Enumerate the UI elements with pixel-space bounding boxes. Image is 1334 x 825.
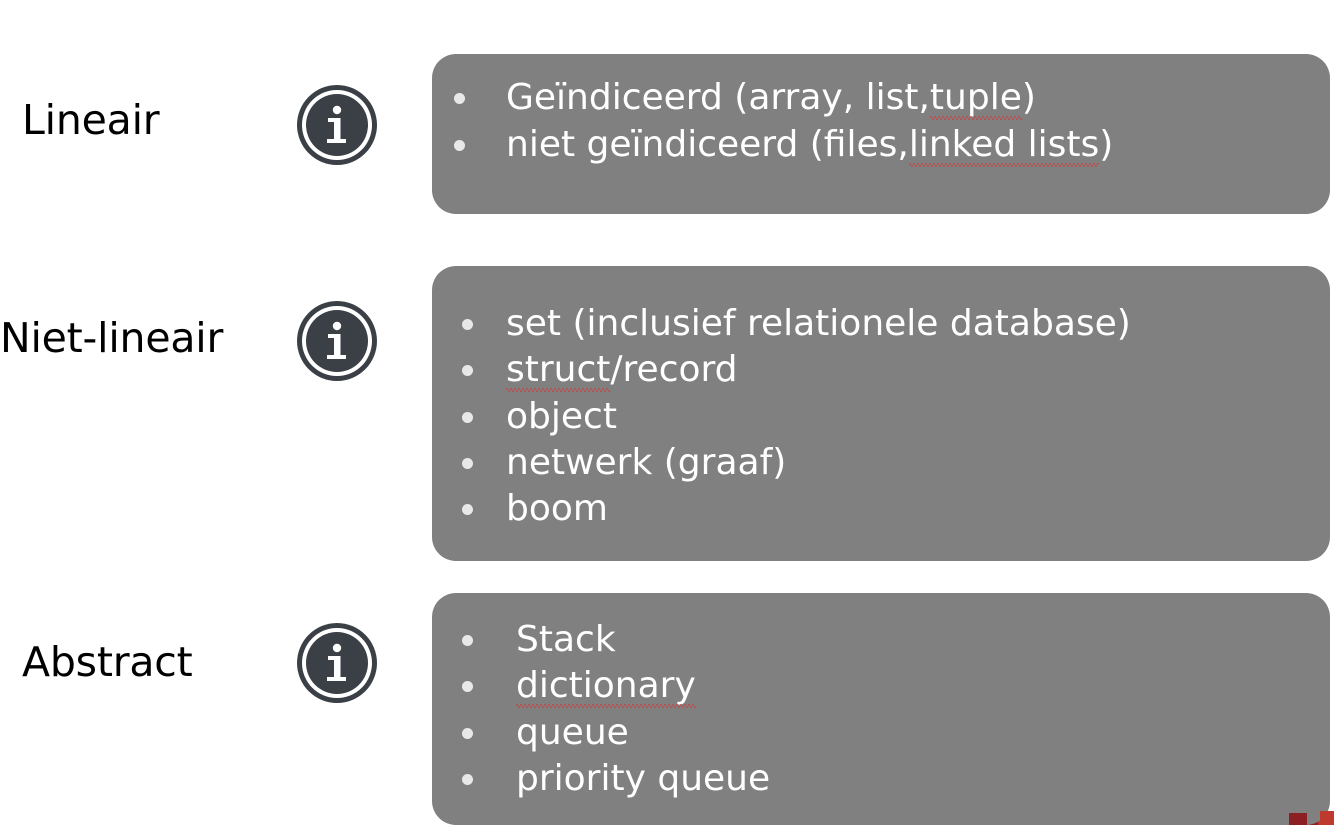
bullet-text-prefix: priority queue bbox=[516, 758, 771, 799]
bullet-text-misspelled: linked lists bbox=[908, 122, 1100, 169]
bullet-dot bbox=[462, 681, 473, 692]
callout-box-abstract: Stack dictionary queue priority queue bbox=[432, 593, 1330, 825]
bullet-list-abstract: Stack dictionary queue priority queue bbox=[432, 593, 1334, 802]
bullet-text-prefix: niet geïndiceerd (files, bbox=[506, 124, 909, 165]
callout-box-lineair: Geïndiceerd (array, list, tuple) niet ge… bbox=[432, 54, 1330, 214]
category-label-lineair: Lineair bbox=[22, 96, 160, 144]
info-circle-icon[interactable] bbox=[296, 622, 378, 704]
callout-box-niet-lineair: set (inclusief relationele database) str… bbox=[432, 266, 1330, 561]
list-item: dictionary bbox=[444, 663, 1334, 710]
accent-tab-corner bbox=[1320, 811, 1334, 825]
bullet-dot bbox=[462, 365, 473, 376]
bullet-text-suffix: /record bbox=[610, 349, 738, 390]
bullet-text-prefix: object bbox=[506, 396, 617, 437]
list-item: object bbox=[444, 394, 1334, 440]
bullet-text-misspelled: dictionary bbox=[516, 663, 696, 710]
list-item: priority queue bbox=[444, 756, 1334, 802]
bullet-dot bbox=[462, 458, 473, 469]
list-item: queue bbox=[444, 710, 1334, 756]
list-item: set (inclusief relationele database) bbox=[444, 301, 1334, 347]
category-label-niet-lineair: Niet-lineair bbox=[0, 314, 224, 362]
info-circle-icon[interactable] bbox=[296, 84, 378, 166]
bullet-dot bbox=[454, 93, 465, 104]
bullet-text-prefix: Geïndiceerd (array, list, bbox=[506, 77, 930, 118]
bullet-text-misspelled: tuple bbox=[929, 75, 1022, 122]
bullet-dot bbox=[462, 319, 473, 330]
bullet-dot bbox=[462, 504, 473, 515]
bullet-text-prefix: netwerk (graaf) bbox=[506, 442, 787, 483]
callout-tail bbox=[335, 134, 533, 192]
bullet-dot bbox=[462, 774, 473, 785]
bullet-list-lineair: Geïndiceerd (array, list, tuple) niet ge… bbox=[432, 54, 1334, 169]
callout-tail bbox=[335, 310, 533, 382]
callout-tail bbox=[335, 627, 533, 695]
bullet-dot bbox=[462, 412, 473, 423]
bullet-text-prefix: boom bbox=[506, 488, 608, 529]
list-item: struct/record bbox=[444, 347, 1334, 394]
bullet-text-prefix: Stack bbox=[516, 619, 616, 660]
bullet-text-suffix: ) bbox=[1021, 77, 1036, 118]
category-label-abstract: Abstract bbox=[22, 638, 193, 686]
list-item: niet geïndiceerd (files, linked lists) bbox=[444, 122, 1334, 169]
list-item: Stack bbox=[444, 617, 1334, 663]
bullet-text-misspelled: struct bbox=[506, 347, 611, 394]
bullet-text-suffix: ) bbox=[1099, 124, 1114, 165]
bullet-list-niet-lineair: set (inclusief relationele database) str… bbox=[432, 266, 1334, 532]
info-circle-icon[interactable] bbox=[296, 300, 378, 382]
list-item: Geïndiceerd (array, list, tuple) bbox=[444, 75, 1334, 122]
list-item: netwerk (graaf) bbox=[444, 440, 1334, 486]
list-item: boom bbox=[444, 486, 1334, 532]
bullet-dot bbox=[462, 728, 473, 739]
bullet-text-prefix: set (inclusief relationele database) bbox=[506, 303, 1131, 344]
bullet-text-prefix: queue bbox=[516, 712, 629, 753]
accent-tab-mid bbox=[1289, 813, 1307, 825]
bullet-dot bbox=[462, 635, 473, 646]
bullet-dot bbox=[454, 140, 465, 151]
